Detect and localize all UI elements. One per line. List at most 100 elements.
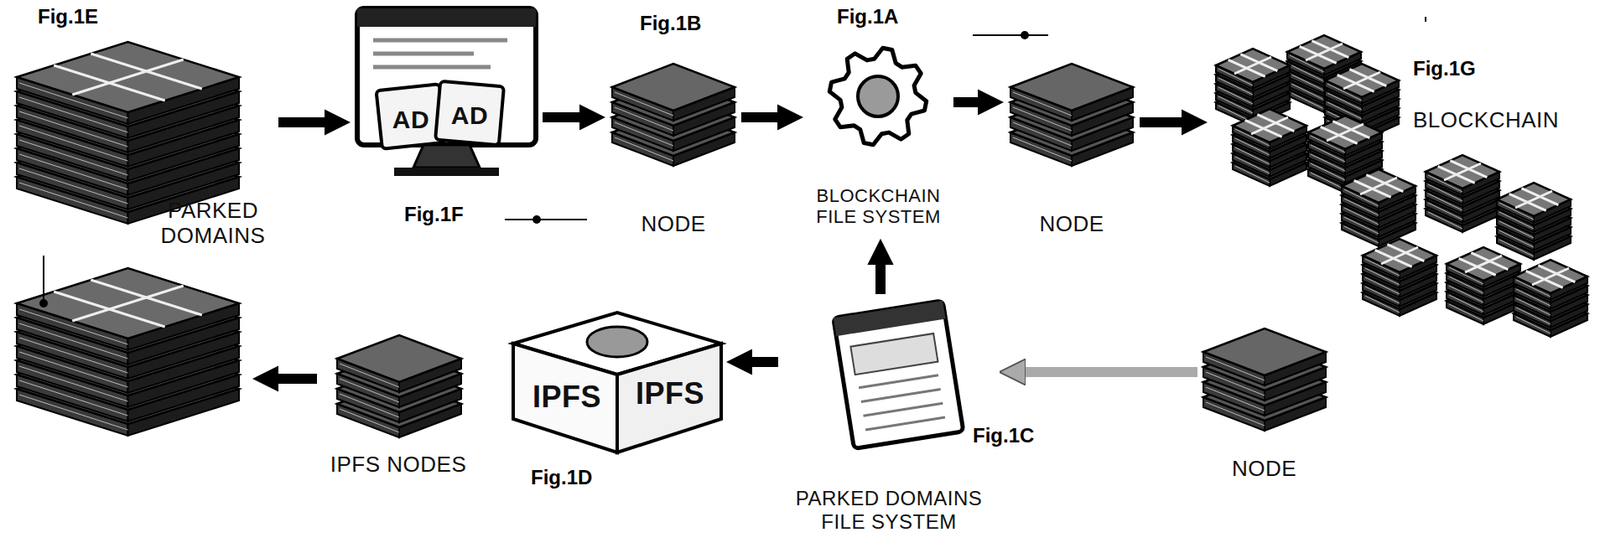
- tile-line: [72, 285, 184, 322]
- node-label: PARKED DOMAINS FILE SYSTEM: [779, 487, 998, 534]
- node-label: BLOCKCHAIN FILE SYSTEM: [805, 185, 952, 229]
- node-label: IPFS: [518, 379, 616, 415]
- slab-top: [1287, 35, 1362, 69]
- monitor-stand: [413, 145, 480, 168]
- figure-label: Fig.1E: [37, 5, 99, 29]
- flow-arrow: [278, 117, 325, 128]
- tile-line: [72, 59, 184, 95]
- stack-icon: [612, 63, 735, 167]
- monitor-base: [394, 167, 499, 177]
- screen-line: [373, 51, 474, 57]
- tile-line: [1326, 124, 1364, 141]
- slab-top: [16, 268, 239, 339]
- ad-card: [435, 81, 504, 146]
- node-box: BLOCKCHAIN: [1209, 31, 1584, 363]
- page-line: [865, 417, 946, 431]
- figure-label: Fig.1C: [972, 424, 1034, 448]
- gear-hub: [857, 76, 899, 117]
- node-label: NODE: [607, 212, 740, 238]
- stack-icon: [1010, 63, 1133, 167]
- flow-arrow: [1139, 117, 1182, 128]
- stack-icon: [16, 41, 239, 224]
- stack-icon: [1341, 169, 1416, 247]
- flow-arrow: [741, 112, 778, 123]
- node-label: IPFS NODES: [310, 452, 487, 478]
- monitor-icon: [357, 8, 536, 177]
- tile-line: [1381, 247, 1419, 265]
- stack-icon: [1203, 328, 1326, 432]
- node-box: ADAD: [352, 5, 541, 179]
- figure-label: Fig.1F: [404, 202, 464, 227]
- slab-top: [1324, 63, 1399, 98]
- tile-line: [1305, 43, 1343, 61]
- cube-face: [617, 343, 722, 453]
- node-box: NODE: [1005, 61, 1138, 242]
- slab-top: [1010, 63, 1133, 111]
- slab-top: [1215, 48, 1290, 83]
- tile-line: [1251, 117, 1289, 135]
- node-box: NODE: [607, 61, 740, 242]
- monitor-bar: [357, 8, 536, 27]
- leader-line: [42, 255, 45, 304]
- stack-icon: [1446, 247, 1521, 325]
- node-box: PARKED DOMAINS: [10, 41, 277, 253]
- node-box: BLOCKCHAIN FILE SYSTEM: [805, 46, 952, 238]
- stack-icon: [1425, 155, 1500, 233]
- page-line: [858, 375, 939, 389]
- page-bar: [833, 301, 946, 337]
- slab-top: [1341, 169, 1416, 203]
- node-label: NODE: [1005, 212, 1138, 238]
- leader-line: [504, 218, 588, 221]
- node-label: NODE: [1199, 457, 1330, 483]
- node-label: IPFS: [618, 376, 722, 411]
- slab-top: [1425, 155, 1500, 189]
- tile-line: [1360, 177, 1398, 195]
- page-line: [862, 403, 943, 416]
- slab-top: [612, 63, 735, 111]
- ipfs-cube: [513, 312, 722, 453]
- flow-arrow: [1025, 367, 1198, 378]
- page-frame: [833, 301, 964, 450]
- node-label: PARKED DOMAINS: [149, 198, 277, 250]
- leader-dot: [39, 299, 48, 308]
- flow-arrow: [752, 357, 779, 368]
- stack-icon: [1232, 109, 1307, 187]
- tile-line: [1515, 191, 1553, 208]
- stack-icon: [1496, 182, 1571, 260]
- figure-label: Fig.1B: [639, 11, 702, 36]
- flow-arrow: [953, 97, 978, 108]
- slab-top: [1308, 115, 1382, 150]
- slab-top: [1203, 328, 1326, 376]
- figure-label: Fig.1D: [530, 466, 593, 490]
- tile-line: [1444, 163, 1481, 181]
- tile-line: [1234, 57, 1272, 74]
- node-box: NODE: [1199, 327, 1330, 491]
- node-label: AD: [382, 105, 440, 136]
- page-icon: [833, 301, 964, 450]
- stack-icon: [1513, 259, 1588, 338]
- slab-top: [1446, 247, 1521, 281]
- figure-label: Fig.1G: [1412, 57, 1476, 81]
- node-box: IPFS NODES: [310, 335, 487, 485]
- node-label: BLOCKCHAIN: [1412, 108, 1581, 134]
- cube-dome: [587, 327, 648, 358]
- slab-top: [1496, 182, 1571, 217]
- stack-icon: [337, 335, 462, 438]
- leader-dot: [1020, 31, 1029, 40]
- leader-line: [972, 34, 1049, 37]
- slab-top: [16, 41, 239, 113]
- slab-top: [1362, 238, 1437, 273]
- slab-top: [1232, 109, 1307, 143]
- leader-dot: [532, 215, 541, 224]
- slab-top: [337, 335, 462, 383]
- page-line: [861, 389, 941, 402]
- node-label: AD: [441, 101, 499, 131]
- flow-arrow: [542, 112, 580, 123]
- leader-line: [1424, 16, 1427, 22]
- tile-line: [1343, 72, 1381, 89]
- screen-line: [373, 38, 508, 43]
- node-box: PARKED DOMAINS FILE SYSTEM: [779, 296, 998, 544]
- tile-line: [1532, 268, 1569, 286]
- node-box: IPFSIPFS: [509, 311, 725, 456]
